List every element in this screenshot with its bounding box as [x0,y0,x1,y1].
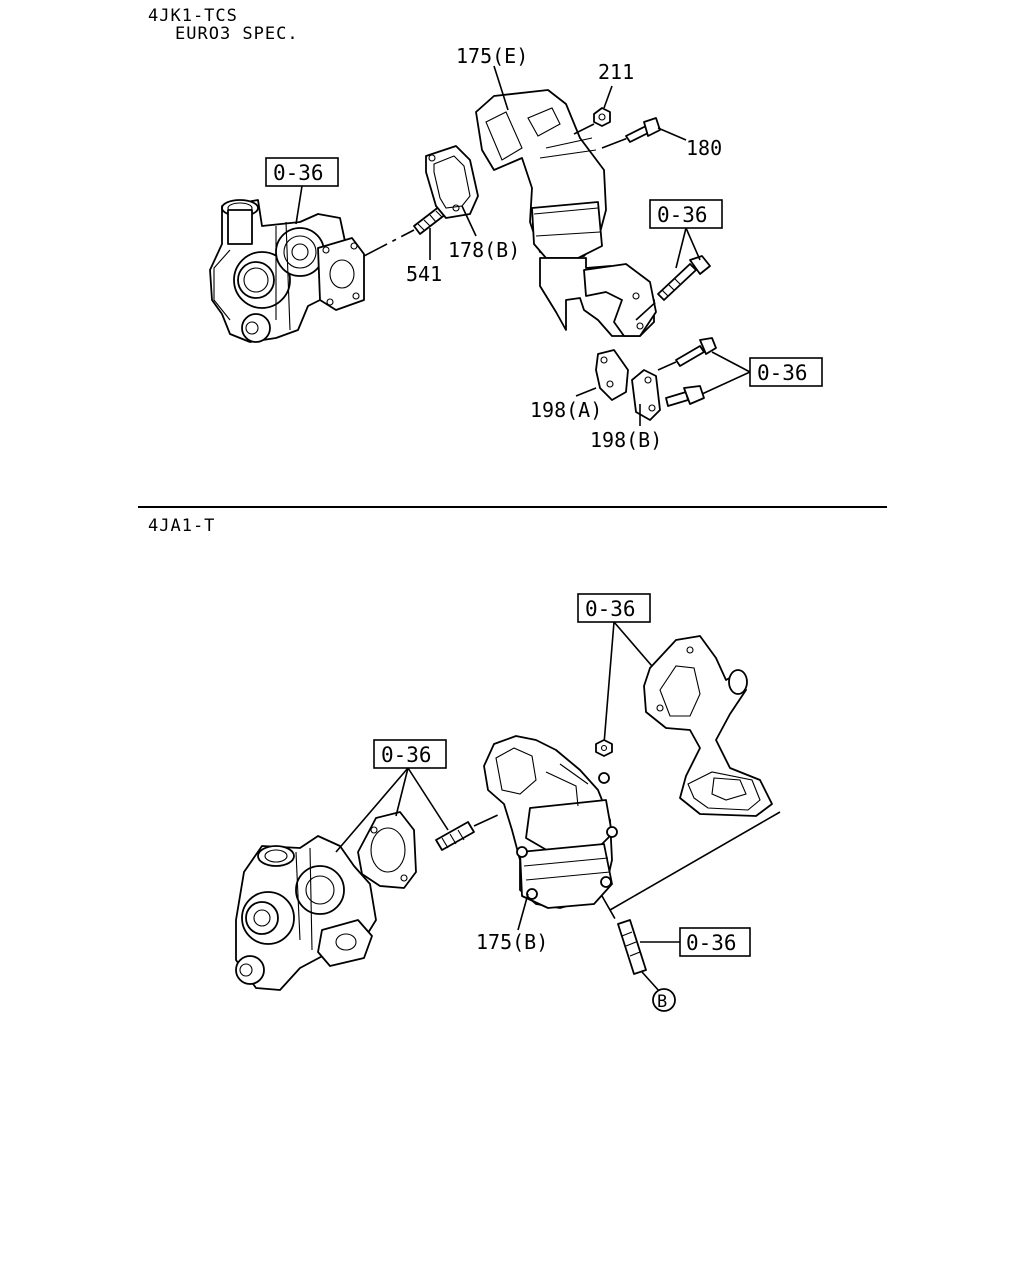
label-211: 211 [598,60,634,84]
circle-marker-b-label: B [657,992,667,1012]
leader-bracket-ref-b [701,371,751,395]
stud-bottom [617,919,647,975]
ref-box-stud-lower[interactable]: 0-36 [679,927,751,957]
centerline-stud-bottom [601,895,619,925]
leader-circle-b [641,971,661,993]
leader-178b [461,205,477,237]
upper-header-engine: 4JK1-TCS [148,6,238,26]
centerline-bolt-180 [601,137,629,149]
gasket-178b [425,145,479,219]
centerline-bracket-bolt [657,361,677,371]
label-175e: 175(E) [456,44,528,68]
turbocharger-lower [235,835,377,991]
centerline-stud [363,229,415,257]
label-198b: 198(B) [590,428,662,452]
bracket-bolts [665,337,717,407]
centerline-nut [573,123,595,135]
catalytic-converter-175b [483,735,618,909]
leader-gasket-ref-gasket [395,767,409,817]
ref-box-turbo-upper[interactable]: 0-36 [265,157,339,187]
leader-175e [493,65,509,111]
label-198a: 198(A) [530,398,602,422]
bolt-180 [625,117,661,143]
stud-lower [435,821,475,851]
bolt-flange-upper [657,255,711,301]
upper-header-spec: EURO3 SPEC. [175,24,299,44]
gasket-lower [357,811,417,889]
ref-box-bracket-bolts[interactable]: 0-36 [749,357,823,387]
ref-box-turbo-upper-label: 0-36 [273,161,324,185]
label-178b: 178(B) [448,238,520,262]
leader-bracket-ref-a [711,351,751,373]
leader-175b [517,893,529,931]
ref-box-stud-lower-label: 0-36 [686,931,737,955]
centerline-bolt-upper [635,299,659,321]
nut-211 [593,107,611,127]
connect-line [609,811,781,911]
leader-bolt-ref-b [685,227,701,261]
leader-gasket-ref-turbo [335,767,409,853]
lower-header-engine: 4JA1-T [148,516,215,536]
leader-gasket-ref-stud [407,767,449,831]
leader-top-ref-nut [603,621,615,745]
ref-box-top-lower-label: 0-36 [585,597,636,621]
centerline-stud-lower [473,813,501,827]
label-180: 180 [686,136,722,160]
exhaust-pipe-175e [475,89,657,337]
exhaust-pipe-lower [643,635,773,817]
leader-198a [575,387,597,397]
leader-180 [657,127,687,141]
turbocharger-upper [209,199,365,343]
bracket-198b [631,369,661,421]
ref-box-gasket-lower-label: 0-36 [381,743,432,767]
ref-box-gasket-lower[interactable]: 0-36 [373,739,447,769]
ref-box-bolt-upper-label: 0-36 [657,203,708,227]
leader-211 [603,85,613,109]
label-175b: 175(B) [476,930,548,954]
ref-box-top-lower[interactable]: 0-36 [577,593,651,623]
nut-lower [595,739,613,757]
circle-marker-b[interactable]: B [652,988,676,1012]
leader-turbo-ref [295,185,303,225]
bracket-198a [595,349,629,401]
label-541: 541 [406,262,442,286]
ref-box-bolt-upper[interactable]: 0-36 [649,199,723,229]
ref-box-bracket-bolts-label: 0-36 [757,361,808,385]
leader-bolt-ref-a [675,227,687,269]
